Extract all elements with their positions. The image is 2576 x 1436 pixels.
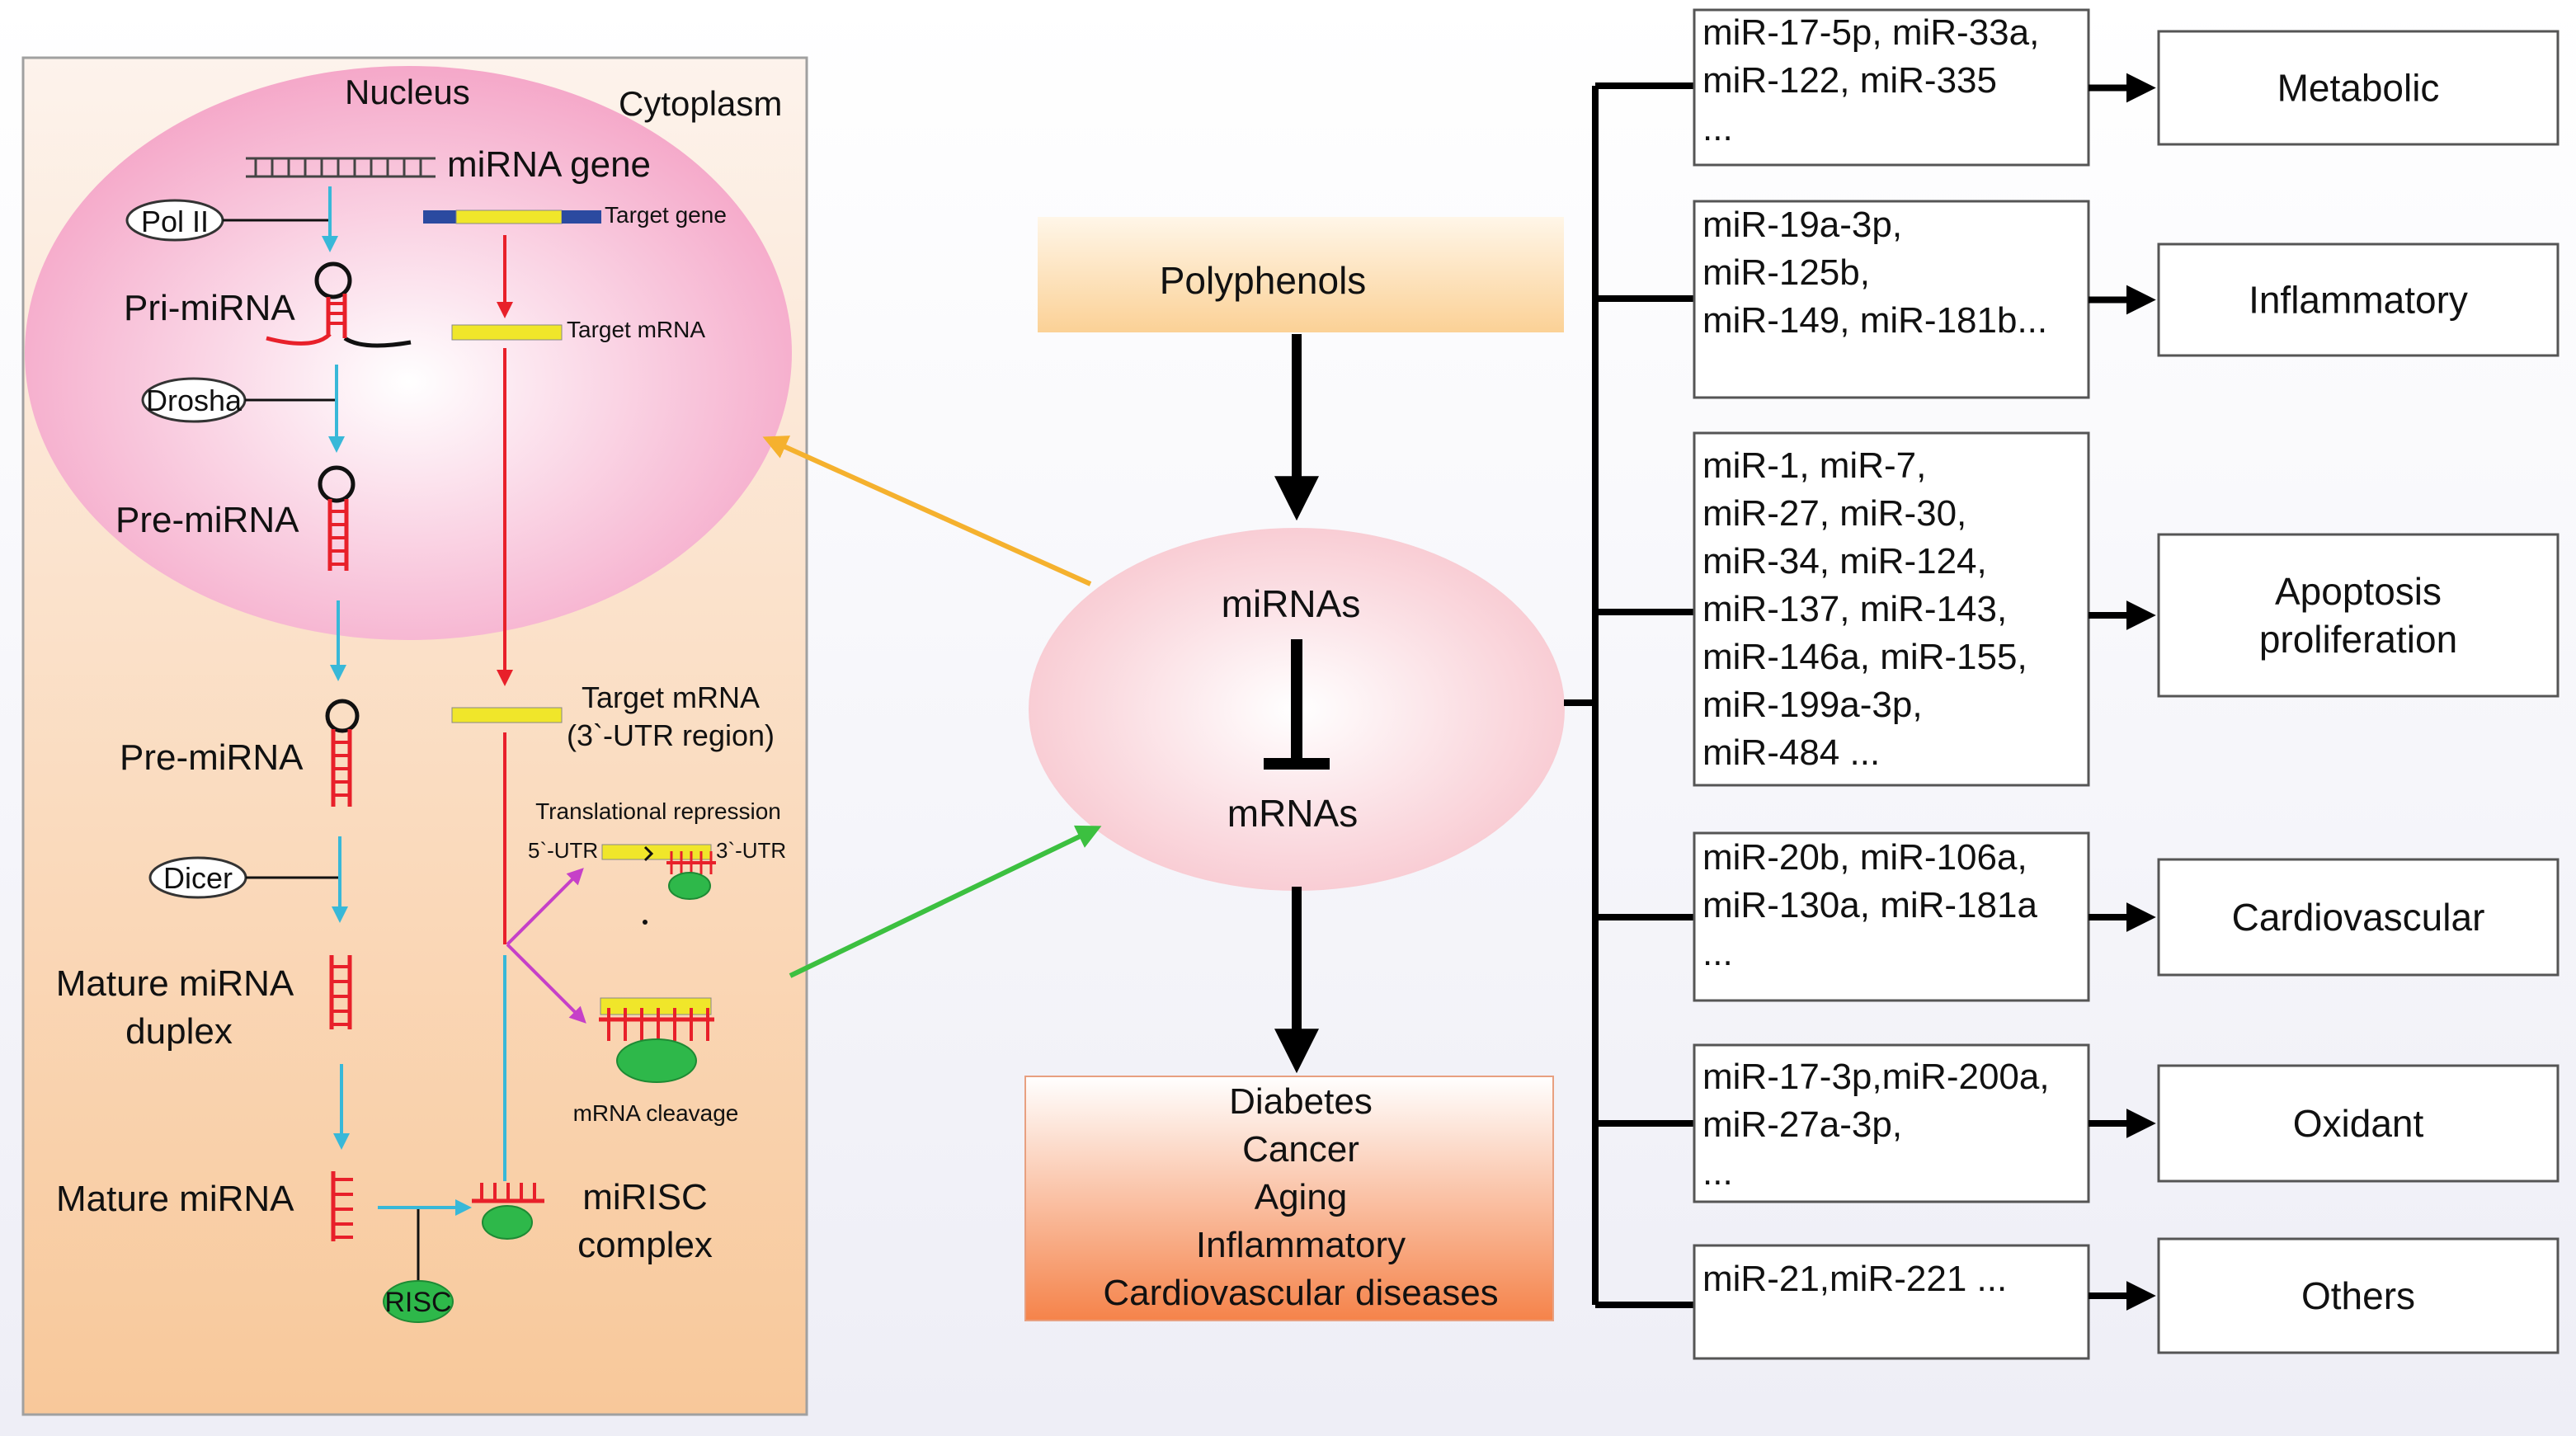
pre-mirna-hairpin-icon — [318, 465, 356, 571]
translational-repression-icon — [601, 844, 716, 900]
mirnas-label: miRNAs — [1222, 582, 1361, 625]
utr5-label: 5`-UTR — [528, 838, 598, 863]
outcome-box — [2157, 242, 2560, 357]
disease-item: Inflammatory — [1196, 1225, 1406, 1265]
disease-item: Cancer — [1242, 1129, 1359, 1170]
branch-tree — [1564, 82, 1694, 1308]
mrnas-label: mRNAs — [1227, 792, 1358, 835]
outcome-box — [2157, 1237, 2560, 1354]
target-mrna-utr-bar — [451, 707, 563, 723]
mirna-group-text: miR-125b, — [1702, 252, 1870, 293]
pri-mirna-hairpin-icon — [266, 261, 412, 348]
drosha-label: Drosha — [146, 384, 243, 417]
mirna-group-text: miR-34, miR-124, — [1702, 541, 1987, 581]
translational-repression-label: Translational repression — [535, 798, 781, 824]
outcome-label: Apoptosis — [2275, 570, 2442, 613]
magenta-arrow-cleavage — [506, 943, 586, 1024]
mirna-group-text: miR-199a-3p, — [1702, 685, 1923, 725]
nucleus-ellipse — [25, 66, 792, 640]
mirna-group-text: miR-17-3p,miR-200a, — [1702, 1057, 2050, 1097]
nucleus-label: Nucleus — [345, 73, 470, 111]
outcome-label: Others — [2301, 1274, 2415, 1317]
mirna-groups: miR-17-5p, miR-33a, miR-122, miR-335 ... M… — [1693, 8, 2560, 1360]
mrna-cleavage-label: mRNA cleavage — [573, 1100, 739, 1126]
pol2-label: Pol II — [141, 205, 209, 238]
mature-duplex-label-1: Mature miRNA — [56, 963, 294, 1004]
mature-duplex-icon — [329, 955, 352, 1029]
mirna-group-text: miR-122, miR-335 — [1702, 60, 1997, 101]
mrna-cleavage-icon — [599, 997, 714, 1083]
outcome-box — [2157, 1064, 2560, 1183]
mirna-group-box — [1693, 1244, 2090, 1360]
dot-marker — [643, 920, 648, 925]
polyphenols-box — [1038, 217, 1564, 332]
mirna-gene-label: miRNA gene — [447, 144, 651, 185]
mirna-group-text: ... — [1702, 108, 1733, 148]
pri-mirna-label: Pri-miRNA — [124, 288, 295, 328]
disease-item: Cardiovascular diseases — [1103, 1273, 1498, 1313]
risc-label: RISC — [384, 1287, 451, 1318]
target-mrna-bar — [451, 324, 563, 341]
mirna-group-box — [1693, 8, 2090, 167]
target-gene-icon — [423, 210, 601, 224]
target-mrna-label: Target mRNA — [567, 317, 705, 342]
mirna-group-box — [1693, 431, 2090, 787]
target-gene-label: Target gene — [605, 202, 727, 228]
mirna-group-text: miR-137, miR-143, — [1702, 589, 2007, 629]
polyphenols-label: Polyphenols — [1160, 259, 1367, 302]
mirna-group-text: miR-484 ... — [1702, 732, 1880, 773]
target-mrna-utr-label-2: (3`-UTR region) — [567, 718, 775, 752]
mature-mirna-icon — [331, 1171, 353, 1241]
dicer-label: Dicer — [163, 861, 233, 895]
mirna-gene-icon — [246, 157, 436, 178]
utr3-label: 3`-UTR — [716, 838, 786, 863]
outcome-label: Cardiovascular — [2232, 896, 2485, 939]
outcome-box — [2157, 533, 2560, 698]
mirna-group-box — [1693, 831, 2090, 1002]
pre-mirna-cytoplasm-hairpin-icon — [325, 699, 360, 807]
mirna-group-text: miR-1, miR-7, — [1702, 445, 1926, 486]
mature-duplex-label-2: duplex — [125, 1011, 233, 1052]
mirna-group-text: miR-130a, miR-181a — [1702, 885, 2037, 925]
mirna-group-text: miR-19a-3p, — [1702, 205, 1902, 245]
mirna-group-text: ... — [1702, 1152, 1733, 1193]
mirisc-label-1: miRISC — [582, 1177, 708, 1217]
outcome-box — [2157, 858, 2560, 977]
mirna-group-box — [1693, 200, 2090, 399]
pre-mirna-cytoplasm-label: Pre-miRNA — [120, 737, 304, 778]
magenta-arrow-repression — [506, 868, 584, 946]
disease-item: Diabetes — [1229, 1081, 1373, 1122]
mirna-group-text: miR-17-5p, miR-33a, — [1702, 12, 2039, 53]
risc-ellipse — [383, 1280, 454, 1323]
mirna-group-box — [1693, 1043, 2090, 1203]
mirisc-label-2: complex — [577, 1225, 713, 1265]
disease-item: Aging — [1255, 1177, 1348, 1217]
mirisc-complex-icon — [472, 1183, 544, 1240]
pre-mirna-nucleus-label: Pre-miRNA — [115, 500, 299, 540]
mature-mirna-label: Mature miRNA — [56, 1179, 294, 1219]
outcome-label: Oxidant — [2293, 1102, 2424, 1145]
outcome-box — [2157, 30, 2560, 146]
orange-arrow-to-nucleus — [762, 436, 1092, 586]
mirna-group-text: miR-149, miR-181b... — [1702, 300, 2047, 341]
outcome-label: proliferation — [2259, 618, 2457, 661]
mirna-group-text: miR-146a, miR-155, — [1702, 637, 2027, 677]
outcome-label: Metabolic — [2277, 67, 2440, 110]
mirna-group-text: miR-27, miR-30, — [1702, 493, 1966, 534]
green-arrow-to-mrnas — [789, 825, 1102, 978]
outcome-label: Inflammatory — [2249, 279, 2468, 322]
mirna-group-text: miR-21,miR-221 ... — [1702, 1259, 2007, 1299]
target-mrna-utr-label-1: Target mRNA — [582, 680, 760, 714]
mirna-group-text: ... — [1702, 933, 1733, 973]
cytoplasm-label: Cytoplasm — [619, 84, 782, 123]
diseases-box — [1024, 1076, 1554, 1321]
mirna-group-text: miR-20b, miR-106a, — [1702, 837, 2027, 878]
mirna-group-text: miR-27a-3p, — [1702, 1104, 1902, 1145]
